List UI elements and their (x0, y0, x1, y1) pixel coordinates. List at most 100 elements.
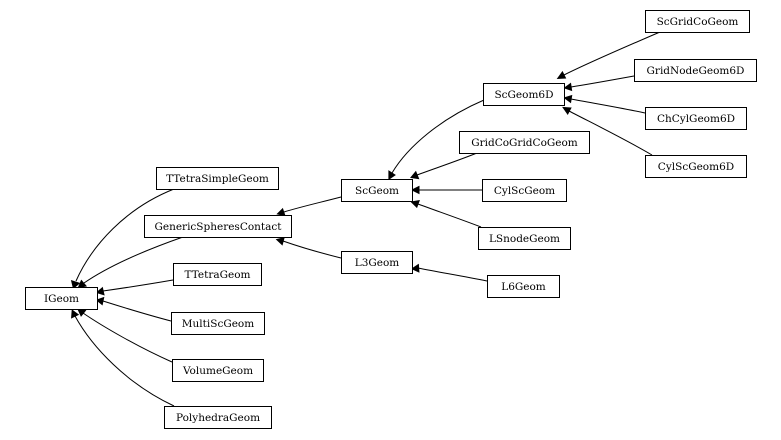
edge-line (75, 188, 175, 282)
node-label: GenericSpheresContact (154, 221, 282, 233)
edge-arrowhead (562, 106, 572, 116)
node-sc-geom[interactable]: ScGeom (341, 179, 413, 202)
edge-line (82, 312, 173, 363)
node-grid-co-grid-co-geom[interactable]: GridCoGridCoGeom (459, 131, 590, 154)
node-label: ScGridCoGeom (657, 16, 739, 28)
node-label: CylScGeom (494, 185, 555, 197)
node-label: L6Geom (501, 281, 546, 293)
edge-generic-spheres-contact-to-i-geom (77, 236, 184, 289)
node-l-snode-geom[interactable]: LSnodeGeom (478, 227, 571, 250)
edge-arrowhead (410, 170, 420, 180)
node-box (645, 155, 747, 178)
node-multi-sc-geom[interactable]: MultiScGeom (171, 312, 265, 335)
edge-arrowhead (71, 309, 80, 319)
edge-sc-geom-to-generic-spheres-contact (276, 196, 342, 217)
node-grid-node-geom6-d[interactable]: GridNodeGeom6D (634, 59, 757, 82)
node-box (25, 287, 98, 310)
edge-arrowhead (556, 70, 567, 80)
node-t-tetra-simple-geom[interactable]: TTetraSimpleGeom (156, 167, 279, 190)
node-box (634, 59, 757, 82)
edge-l6-geom-to-l3-geom (410, 263, 488, 282)
node-label: ScGeom (355, 185, 399, 197)
node-cyl-sc-geom6-d[interactable]: CylScGeom6D (645, 155, 747, 178)
edge-cyl-sc-geom-to-sc-geom (410, 185, 482, 195)
edge-l3-geom-to-generic-spheres-contact (275, 237, 342, 259)
node-box (482, 179, 567, 202)
edge-arrowhead (563, 94, 573, 104)
node-box (645, 107, 747, 130)
edge-line (282, 240, 342, 259)
edge-sc-geom6-d-to-sc-geom (388, 99, 485, 181)
node-box (172, 359, 264, 382)
node-box (483, 83, 565, 106)
edge-line (102, 279, 174, 292)
edges-layer (70, 31, 661, 407)
edge-arrowhead (410, 185, 420, 195)
node-box (156, 167, 279, 190)
edge-arrowhead (95, 286, 105, 296)
node-label: CylScGeom6D (658, 161, 734, 173)
node-label: GridCoGridCoGeom (471, 137, 578, 149)
edge-ch-cyl-geom6-d-to-sc-geom6-d (563, 94, 646, 114)
node-label: TTetraSimpleGeom (166, 173, 269, 185)
edge-arrowhead (563, 82, 573, 92)
node-label: MultiScGeom (182, 318, 254, 330)
node-label: GridNodeGeom6D (647, 65, 745, 77)
edge-line (74, 315, 175, 407)
node-box (645, 10, 750, 33)
node-sc-grid-co-geom[interactable]: ScGridCoGeom (645, 10, 750, 33)
edge-arrowhead (275, 237, 285, 246)
edge-arrowhead (410, 263, 420, 273)
edge-line (391, 99, 485, 174)
node-box (487, 275, 560, 298)
node-sc-geom6-d[interactable]: ScGeom6D (483, 83, 565, 106)
edge-arrowhead (77, 308, 87, 317)
node-box (144, 215, 292, 238)
node-ch-cyl-geom6-d[interactable]: ChCylGeom6D (645, 107, 747, 130)
node-box (171, 312, 265, 335)
edge-line (83, 236, 184, 284)
node-label: IGeom (44, 293, 79, 305)
node-l3-geom[interactable]: L3Geom (341, 251, 413, 274)
edge-line (570, 98, 646, 114)
edge-line (416, 152, 478, 176)
node-box (478, 227, 571, 250)
edge-sc-grid-co-geom-to-sc-geom6-d (556, 31, 661, 80)
edge-line (563, 31, 661, 76)
edge-line (283, 196, 342, 213)
node-t-tetra-geom[interactable]: TTetraGeom (173, 263, 262, 286)
edge-arrowhead (388, 170, 396, 181)
node-box (173, 263, 262, 286)
node-label: TTetraGeom (185, 269, 251, 281)
edge-grid-node-geom6-d-to-sc-geom6-d (563, 75, 635, 92)
edge-arrowhead (276, 207, 286, 217)
edge-t-tetra-geom-to-i-geom (95, 279, 174, 296)
edge-cyl-sc-geom6-d-to-sc-geom6-d (562, 106, 653, 156)
node-polyhedra-geom[interactable]: PolyhedraGeom (164, 406, 272, 429)
edge-line (417, 203, 482, 228)
node-volume-geom[interactable]: VolumeGeom (172, 359, 264, 382)
edge-line (417, 267, 488, 282)
node-label: ChCylGeom6D (657, 113, 735, 125)
node-generic-spheres-contact[interactable]: GenericSpheresContact (144, 215, 292, 238)
edge-l-snode-geom-to-sc-geom (410, 199, 482, 228)
edge-line (570, 75, 635, 88)
nodes-layer: IGeom TTetraSimpleGeomGenericSpheresConta… (25, 10, 757, 429)
edge-line (568, 110, 653, 156)
edge-grid-co-grid-co-geom-to-sc-geom (410, 152, 478, 180)
node-box (459, 131, 590, 154)
edge-arrowhead (77, 279, 88, 289)
node-cyl-sc-geom[interactable]: CylScGeom (482, 179, 567, 202)
node-label: L3Geom (355, 257, 400, 269)
edge-arrowhead (410, 199, 420, 209)
node-label: ScGeom6D (494, 89, 553, 101)
node-box (341, 251, 413, 274)
node-i-geom[interactable]: IGeom (25, 287, 98, 310)
edge-arrowhead (95, 296, 105, 306)
node-box (164, 406, 272, 429)
edge-arrowhead (70, 280, 81, 290)
edge-multi-sc-geom-to-i-geom (95, 296, 172, 322)
node-l6-geom[interactable]: L6Geom (487, 275, 560, 298)
node-box (341, 179, 413, 202)
